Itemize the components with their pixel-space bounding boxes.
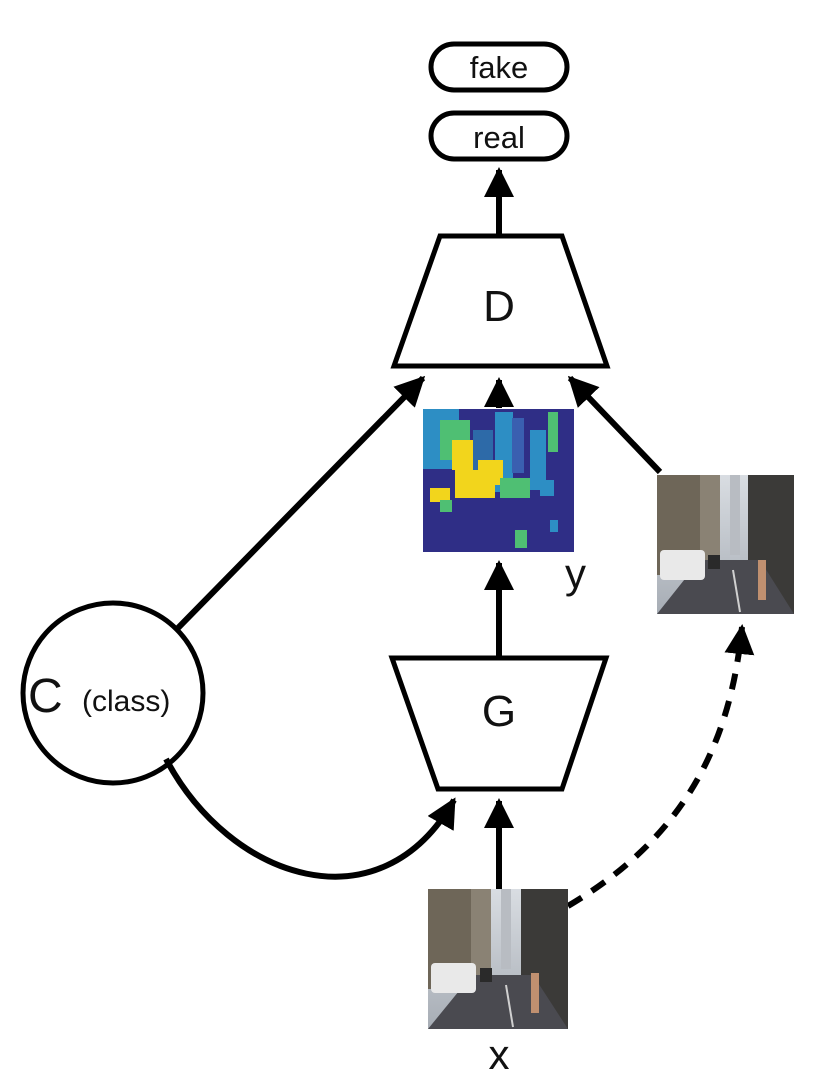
condition-symbol: C: [28, 670, 63, 723]
output-fake: fake: [428, 41, 570, 93]
generator-label: G: [482, 687, 516, 736]
input-photo-x: x: [428, 889, 568, 1078]
discriminator: D: [390, 233, 611, 369]
condition-note: (class): [82, 685, 170, 718]
target-photo: [657, 475, 794, 614]
x-label: x: [489, 1031, 510, 1078]
discriminator-label: D: [483, 282, 515, 331]
generator: G: [388, 655, 610, 792]
heatmap-image-y: y: [423, 409, 586, 597]
output-real: real: [428, 110, 570, 162]
fake-label: fake: [470, 50, 529, 85]
dashed-arrow-x-to-target: [566, 624, 755, 909]
y-label: y: [565, 550, 586, 597]
arrow-c-to-g: [163, 757, 457, 880]
class-condition-node: C (class): [20, 600, 206, 786]
real-label: real: [473, 120, 525, 155]
arrow-c-to-d: [174, 375, 426, 632]
arrow-target-to-d: [567, 375, 663, 475]
